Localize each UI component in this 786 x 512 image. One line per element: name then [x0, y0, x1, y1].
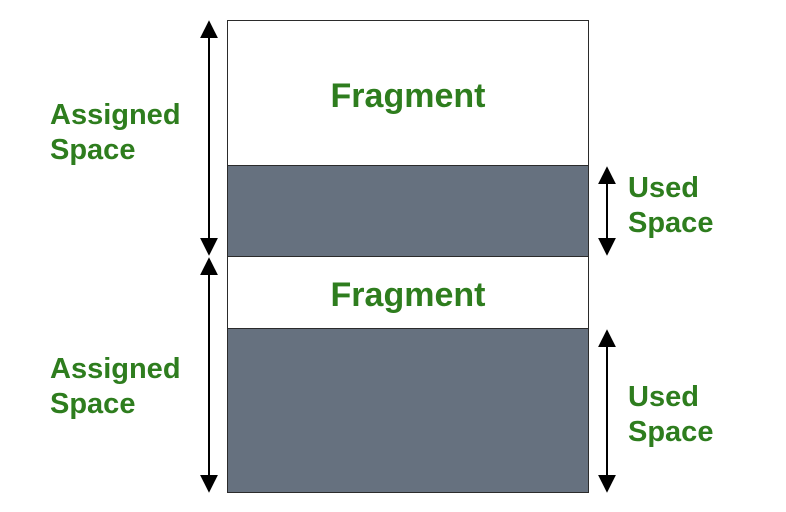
assigned-space-label-1: Assigned Space: [50, 98, 181, 168]
used-space-label-2-line1: Used: [628, 381, 699, 413]
fragment-label-2: Fragment: [330, 276, 486, 314]
assigned-space-label-1-line1: Assigned: [50, 99, 181, 131]
used-space-label-1-line1: Used: [628, 172, 699, 204]
assigned-space-label-2-line1: Assigned: [50, 353, 181, 385]
used-space-label-2-line2: Space: [628, 415, 714, 448]
used-space-label-1: Used Space: [628, 171, 713, 241]
assigned-space-label-2-line2: Space: [50, 387, 136, 420]
used-space-block-2: [227, 328, 589, 493]
used-space-label-1-line2: Space: [628, 206, 714, 239]
fragment-block-2: Fragment: [227, 256, 589, 330]
assigned-space-label-2: Assigned Space: [50, 352, 181, 422]
used-space-label-2: Used Space: [628, 380, 713, 450]
fragment-block-1: Fragment: [227, 20, 589, 167]
fragment-label-1: Fragment: [330, 77, 486, 115]
assigned-space-label-1-line2: Space: [50, 133, 136, 166]
